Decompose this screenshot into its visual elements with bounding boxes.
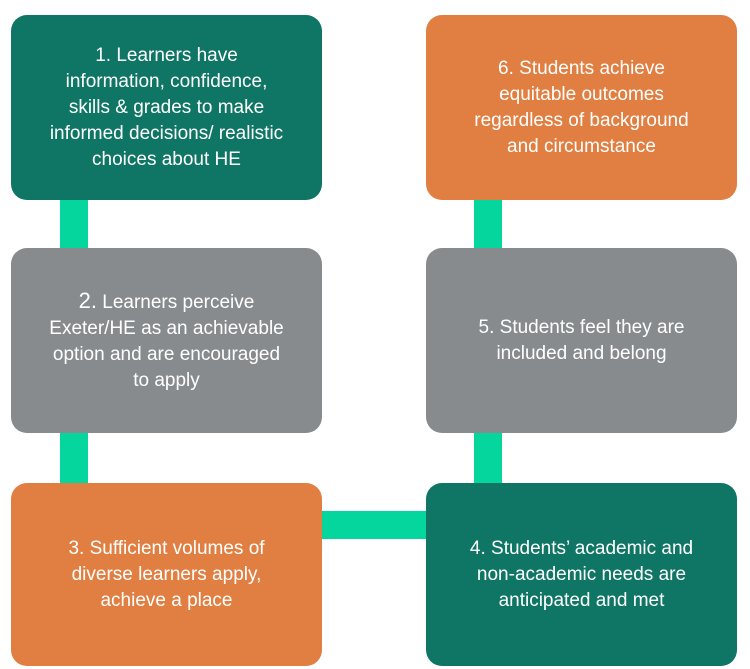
step-4-text: 4. Students’ academic and non-academic n… <box>470 536 693 614</box>
step-3-number: 3. <box>68 537 85 559</box>
step-3-box: 3. Sufficient volumes of diverse learner… <box>11 483 322 666</box>
step-6-text: 6. Students achieve equitable outcomes r… <box>474 56 688 160</box>
step-3-text: 3. Sufficient volumes of diverse learner… <box>68 536 264 614</box>
step-2-number: 2. <box>78 287 97 313</box>
step-5-text: 5. Students feel they are included and b… <box>479 315 685 367</box>
step-4-label: Students’ academic and non-academic need… <box>476 537 694 611</box>
step-3-label: Sufficient volumes of diverse learners a… <box>71 537 265 611</box>
step-2-text: 2. Learners perceive Exeter/HE as an ach… <box>49 288 283 394</box>
step-2-label: Learners perceive Exeter/HE as an achiev… <box>49 291 284 391</box>
step-5-box: 5. Students feel they are included and b… <box>426 248 737 433</box>
step-5-number: 5. <box>478 316 495 338</box>
step-1-number: 1. <box>95 44 112 66</box>
step-4-number: 4. <box>469 537 486 559</box>
step-4-box: 4. Students’ academic and non-academic n… <box>426 483 737 666</box>
step-6-number: 6. <box>498 57 514 79</box>
connector-3-4 <box>322 511 428 539</box>
connector-2-3 <box>60 433 88 483</box>
connector-1-2 <box>60 200 88 250</box>
step-1-box: 1. Learners have information, confidence… <box>11 15 322 200</box>
step-1-text: 1. Learners have information, confidence… <box>50 43 283 173</box>
step-5-label: Students feel they are included and belo… <box>496 316 685 364</box>
step-6-box: 6. Students achieve equitable outcomes r… <box>426 15 737 200</box>
step-2-box: 2. Learners perceive Exeter/HE as an ach… <box>11 248 322 433</box>
connector-5-6 <box>474 200 502 250</box>
step-1-label: Learners have information, confidence, s… <box>49 44 284 170</box>
step-6-label: Students achieve equitable outcomes rega… <box>474 57 689 157</box>
connector-4-5 <box>474 433 502 483</box>
